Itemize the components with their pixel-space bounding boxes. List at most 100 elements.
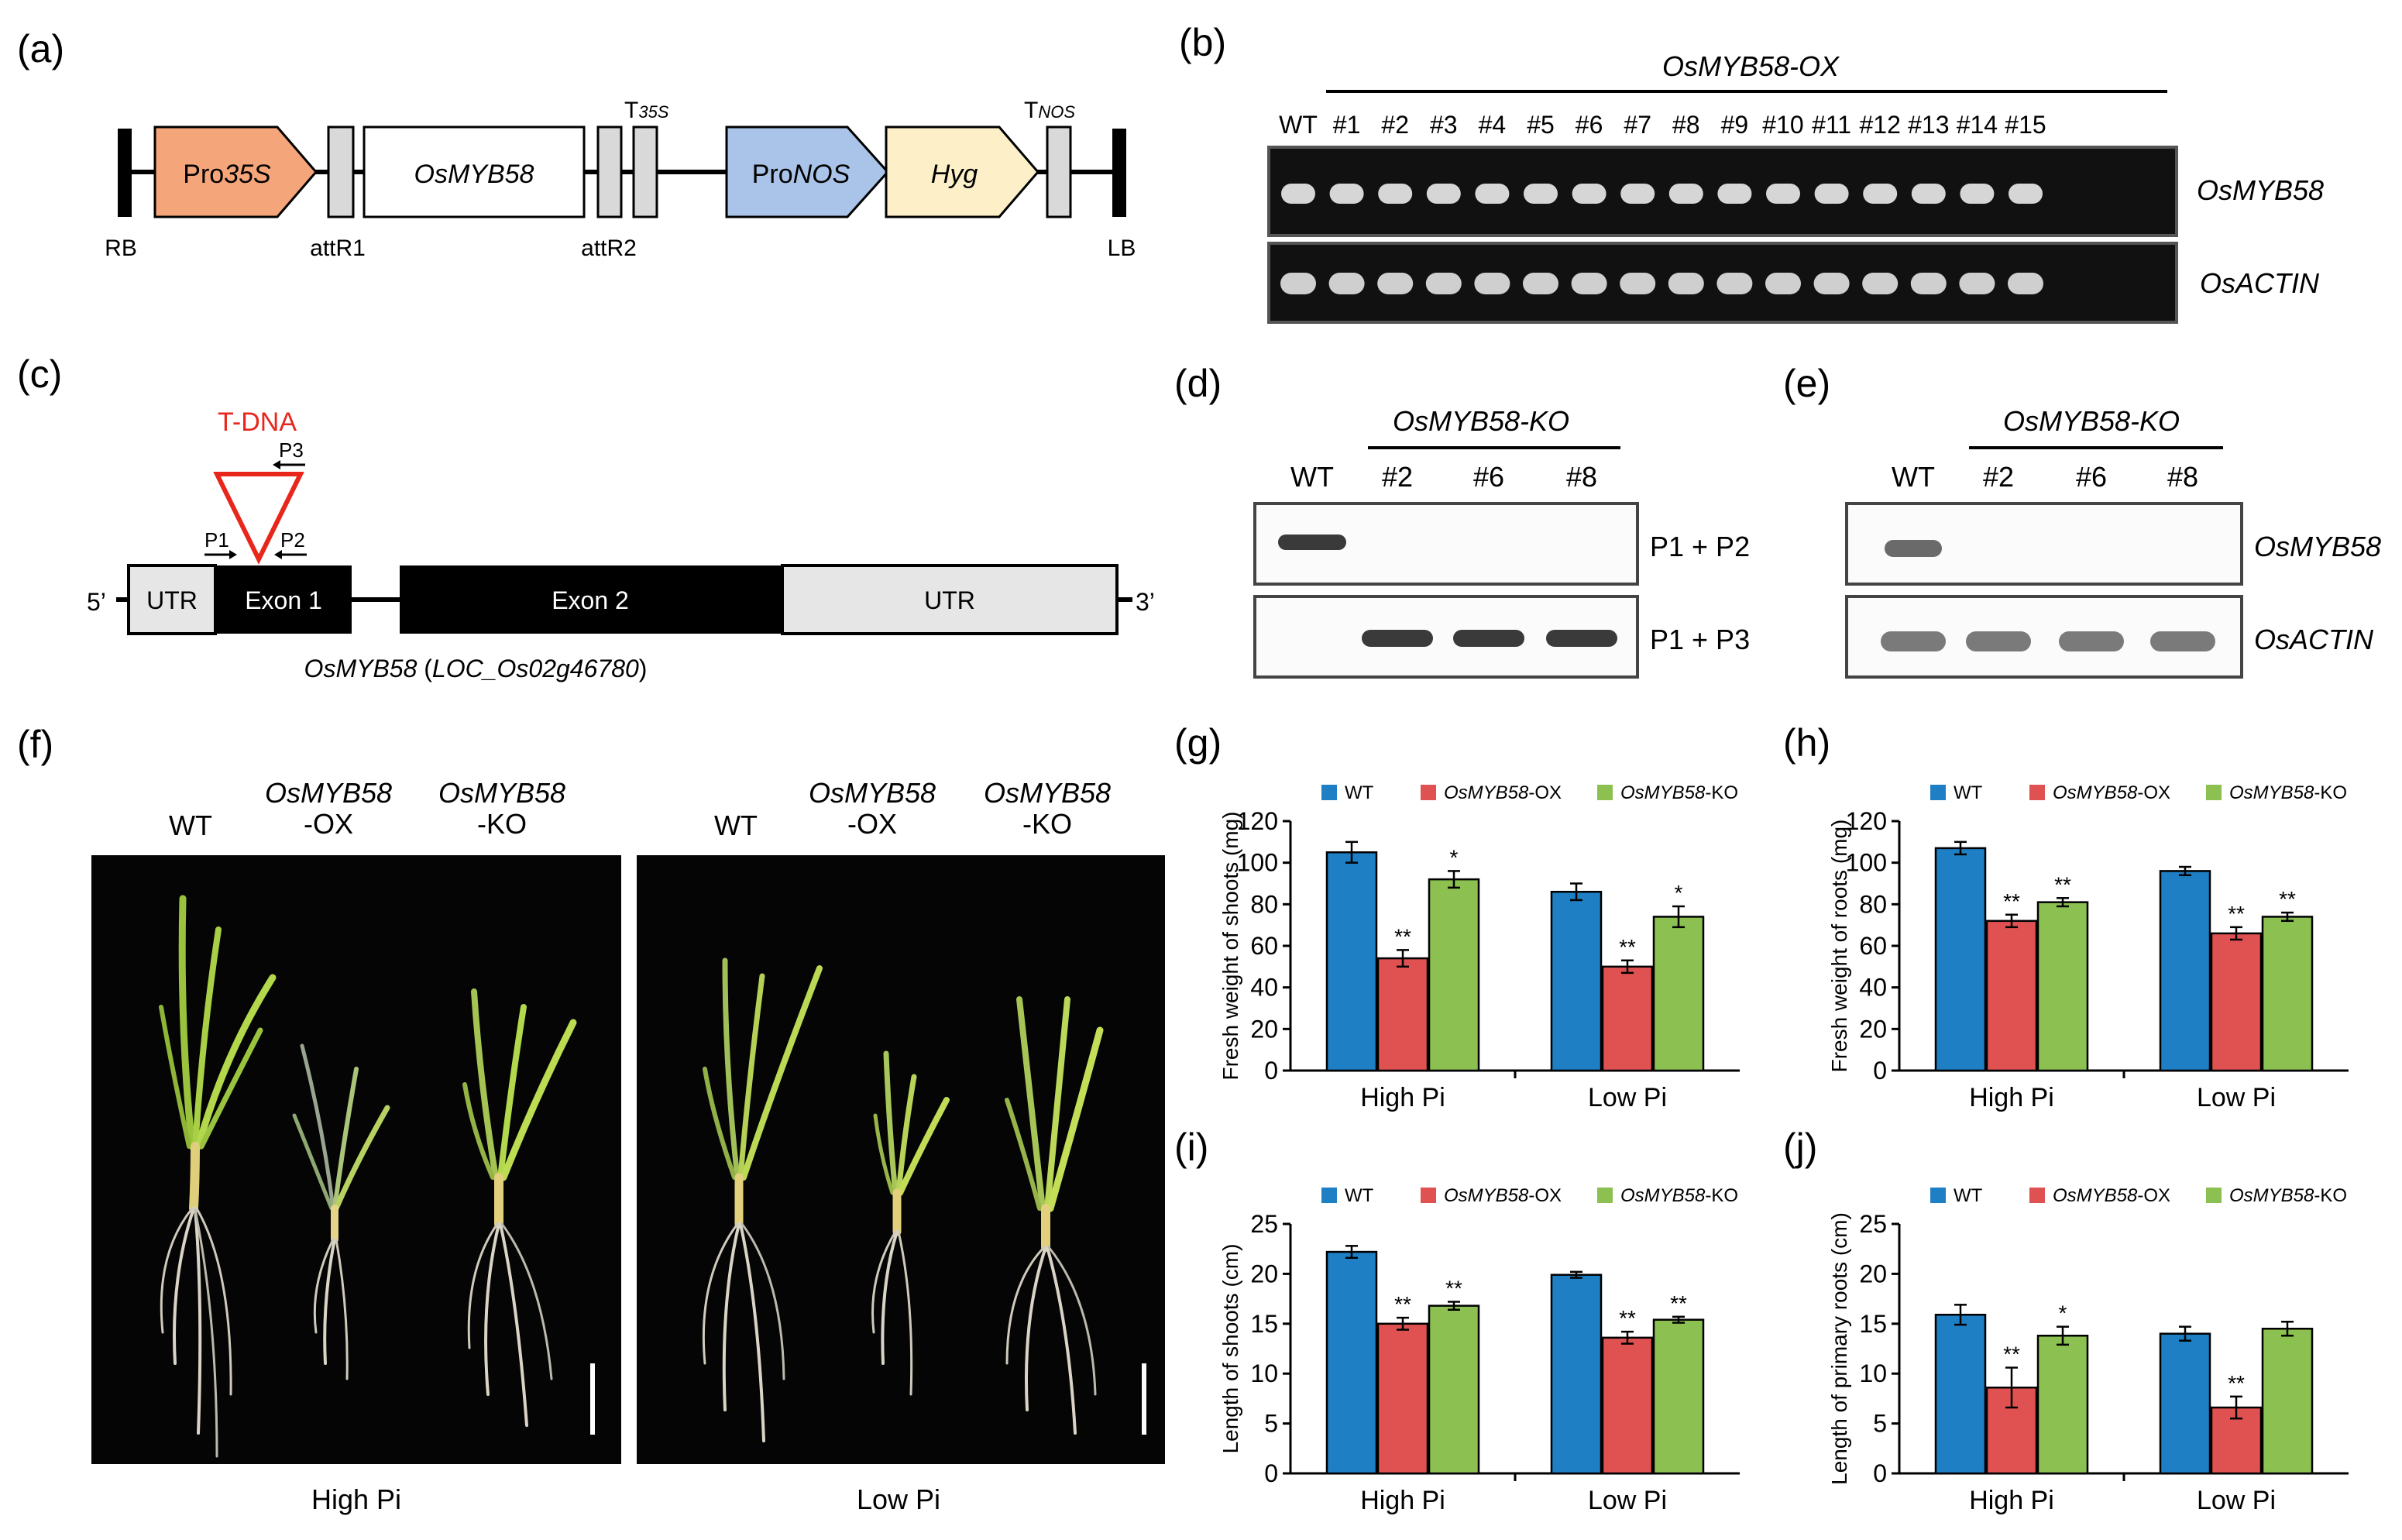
tdna-triangle: [213, 472, 304, 565]
y-tick-label: 40: [1859, 974, 1887, 1002]
pro35s-label: Pro35S: [183, 160, 271, 189]
legend-label: WT: [1954, 1185, 1983, 1206]
bar: [2159, 1332, 2211, 1475]
y-tick-label: 80: [1859, 890, 1887, 918]
scale-bar-left: [590, 1363, 595, 1435]
gel-b-lane-labels: WT#1#2#3#4#5#6#7#8#9#10#11#12#13#14#15: [1279, 111, 2046, 139]
lane-label: #6: [2076, 461, 2107, 493]
gel-e-row2-band: [2150, 631, 2215, 651]
rb-border: [118, 129, 132, 217]
lb-label: LB: [1108, 235, 1136, 261]
panel-e: (e) OsMYB58-KO WT#2#6#8 OsMYB58 OsACTIN: [1783, 362, 2381, 679]
panel-label-i: (i): [1174, 1126, 1208, 1169]
legend-swatch: [1321, 785, 1337, 800]
gel-e-title: OsMYB58-KO: [2003, 405, 2180, 437]
y-tick-label: 60: [1250, 932, 1278, 960]
utr3-label: UTR: [924, 586, 975, 614]
p1-arrowhead: [229, 550, 237, 559]
lane-label: #8: [2167, 461, 2198, 493]
y-tick-label: 60: [1859, 932, 1887, 960]
pronos-promoter: [725, 125, 890, 218]
utr5-label: UTR: [146, 586, 198, 614]
lane-label: WT: [1279, 111, 1318, 139]
legend-label: WT: [1345, 782, 1374, 803]
y-tick-label: 100: [1846, 849, 1887, 877]
lane-label: #3: [1430, 111, 1458, 139]
gel-e-bands: [1881, 540, 2215, 651]
x-category-label: Low Pi: [1588, 1083, 1667, 1112]
gel-d-lane-labels: WT#2#6#8: [1290, 461, 1597, 493]
hyg-label: Hyg: [931, 160, 978, 189]
y-tick-label: 20: [1250, 1015, 1278, 1043]
gel-b-row1-band: [1572, 184, 1606, 204]
gene-box: [363, 125, 586, 218]
y-tick-label: 40: [1250, 974, 1278, 1002]
photo-left-wt-label: WT: [169, 810, 212, 841]
gel-e-row2-band: [1966, 631, 2031, 651]
y-tick-label: 0: [1873, 1057, 1887, 1085]
bar: [1428, 1305, 1480, 1475]
y-tick-label: 15: [1859, 1310, 1887, 1338]
gel-b-row1-band: [1960, 184, 1995, 204]
bar: [1934, 1313, 1987, 1475]
bar: [1601, 1336, 1654, 1475]
plant-left-ko: [462, 988, 577, 1427]
gel-d-row2-label: P1 + P3: [1650, 624, 1750, 655]
three-prime: 3’: [1136, 588, 1155, 616]
p2-arrowhead: [274, 550, 282, 559]
y-tick-label: 5: [1873, 1410, 1887, 1438]
exon2-box: [400, 565, 782, 634]
significance-mark: *: [1675, 881, 1683, 905]
gel-b-row2-band: [1474, 273, 1510, 294]
panel-b: (b) OsMYB58-OX WT#1#2#3#4#5#6#7#8#9#10#1…: [1179, 21, 2324, 324]
utr5-box: [127, 564, 217, 635]
five-prime: 5’: [87, 588, 106, 616]
legend-swatch: [2029, 785, 2045, 800]
panel-f: (f) WT OsMYB58 -OX OsMYB58 -KO WT OsMYB5…: [17, 723, 1165, 1515]
significance-mark: **: [1394, 924, 1411, 948]
significance-mark: **: [1670, 1291, 1687, 1315]
y-tick-label: 15: [1250, 1310, 1278, 1338]
bar: [2261, 1327, 2314, 1475]
bar: [2261, 916, 2314, 1072]
bar: [2210, 932, 2263, 1072]
gel-b-row2-band: [1571, 273, 1607, 294]
p3-label: P3: [279, 438, 304, 462]
gel-b-row1-band: [1475, 184, 1510, 204]
hyg-gene: [885, 125, 1039, 218]
gel-b-row2-band: [1425, 273, 1462, 294]
gel-e-row1-band: [1885, 540, 1942, 557]
lane-label: #8: [1672, 111, 1700, 139]
p2-label: P2: [280, 528, 305, 552]
y-tick-label: 120: [1237, 807, 1278, 835]
panel-label-d: (d): [1174, 362, 1222, 405]
bar: [2036, 901, 2089, 1072]
gel-b-row1-band: [1620, 184, 1655, 204]
gel-b-bands: [1280, 184, 2043, 294]
gel-b-row2-band: [1668, 273, 1704, 294]
legend-label: OsMYB58-KO: [1620, 782, 1738, 803]
exon2-label: Exon 2: [552, 586, 629, 614]
gel-b-row1-band: [1766, 184, 1800, 204]
plant-right-wt: [702, 957, 823, 1442]
gel-b-row2-band: [1620, 273, 1656, 294]
legend-swatch: [1421, 1188, 1436, 1203]
photo-left-ko-label-2: -KO: [477, 808, 527, 840]
utr3-box: [781, 564, 1119, 635]
significance-mark: *: [2059, 1301, 2067, 1325]
significance-mark: **: [2228, 1371, 2245, 1395]
bar: [2159, 870, 2211, 1072]
legend-label: OsMYB58-KO: [1620, 1185, 1738, 1206]
panel-label-c: (c): [17, 352, 62, 396]
lane-label: #10: [1762, 111, 1803, 139]
bar: [1652, 916, 1705, 1072]
significance-mark: **: [1394, 1292, 1411, 1316]
bar: [1325, 851, 1378, 1072]
bar: [1652, 1318, 1705, 1475]
lane-label: #12: [1860, 111, 1901, 139]
tdna-label: T-DNA: [218, 407, 297, 437]
x-category-label: High Pi: [1360, 1083, 1445, 1112]
x-category-label: High Pi: [1969, 1083, 2054, 1112]
